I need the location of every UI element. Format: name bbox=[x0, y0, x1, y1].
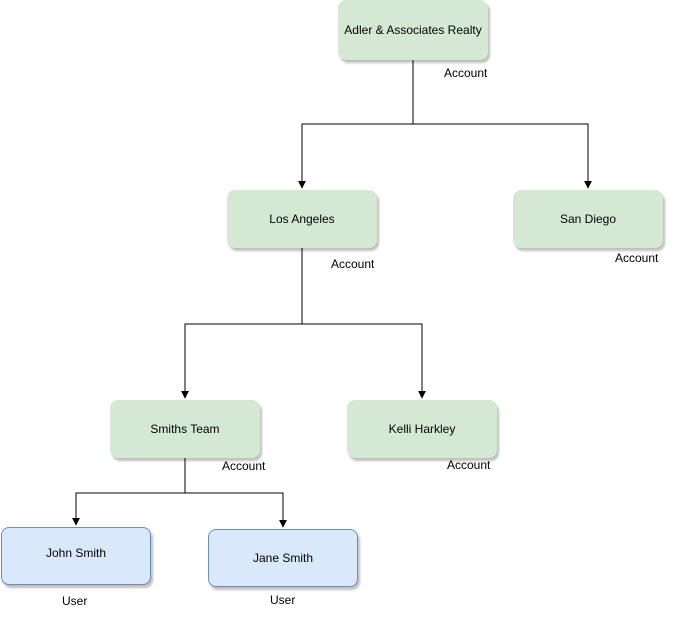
node-label: Jane Smith bbox=[252, 551, 314, 565]
node-label: Smiths Team bbox=[150, 422, 220, 436]
node-type-label: Account bbox=[615, 251, 659, 265]
node-type-label: Account bbox=[447, 458, 491, 472]
edge-smiths-team-to-jane-smith bbox=[185, 492, 287, 528]
node-adler-associates-realty[interactable]: Adler & Associates Realty bbox=[338, 0, 488, 60]
node-type-label: User bbox=[270, 593, 296, 607]
node-san-diego[interactable]: San Diego bbox=[513, 190, 663, 248]
node-type-label: Account bbox=[222, 459, 266, 473]
edge-los-angeles-to-smiths-team bbox=[181, 248, 303, 399]
node-smiths-team[interactable]: Smiths Team bbox=[110, 400, 260, 458]
node-type-label: Account bbox=[331, 257, 375, 271]
node-label: Kelli Harkley bbox=[388, 422, 456, 436]
node-jane-smith[interactable]: Jane Smith bbox=[208, 529, 358, 587]
node-label: John Smith bbox=[45, 546, 107, 560]
node-type-label: Account bbox=[444, 66, 488, 80]
node-type-label: User bbox=[62, 594, 88, 608]
node-john-smith[interactable]: John Smith bbox=[1, 527, 151, 585]
edge-los-angeles-to-kelli-harkley bbox=[302, 323, 426, 399]
node-los-angeles[interactable]: Los Angeles bbox=[227, 190, 377, 248]
edge-adler-to-los-angeles bbox=[298, 60, 414, 189]
node-label: San Diego bbox=[559, 212, 617, 226]
edge-smiths-team-to-john-smith bbox=[72, 458, 186, 526]
node-label: Los Angeles bbox=[269, 212, 335, 226]
node-kelli-harkley[interactable]: Kelli Harkley bbox=[347, 400, 497, 458]
node-label: Adler & Associates Realty bbox=[344, 23, 482, 37]
edge-adler-to-san-diego bbox=[413, 123, 592, 189]
